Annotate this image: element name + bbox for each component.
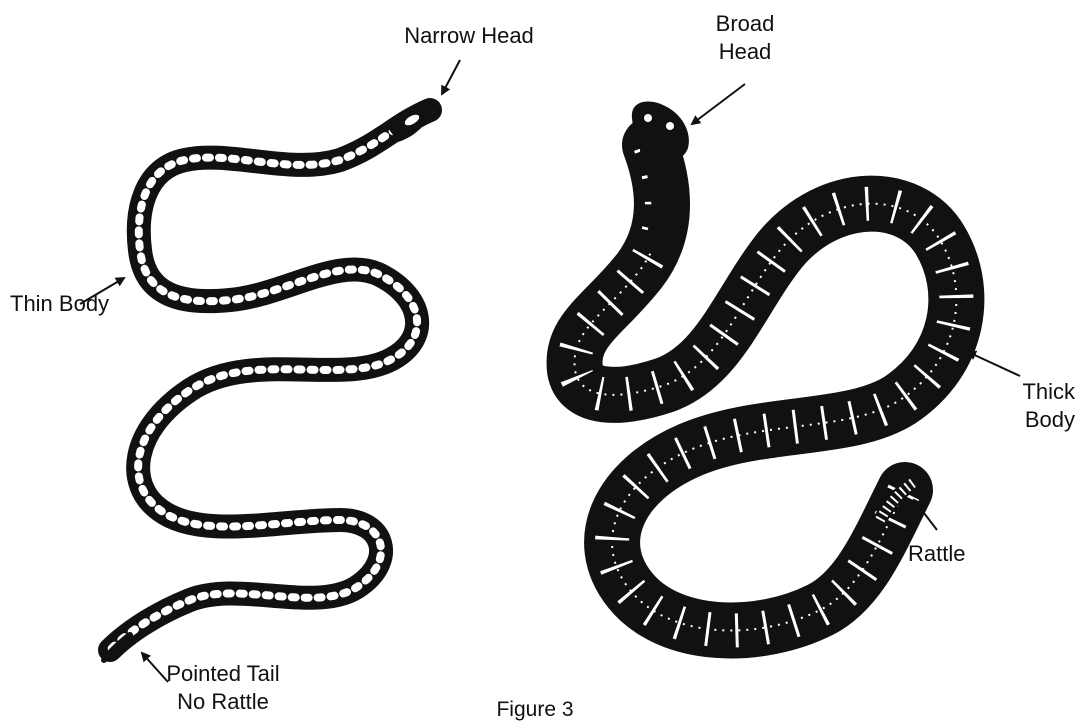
rattlesnake-icon: [575, 102, 957, 631]
label-thick-body: Thick Body: [985, 378, 1075, 434]
nonvenomous-snake-icon: [104, 102, 438, 660]
arrow-broad-head: [692, 84, 745, 124]
label-thin-body: Thin Body: [10, 290, 109, 318]
label-pointed-tail-line2: No Rattle: [138, 688, 308, 716]
label-broad-head-line1: Broad: [700, 10, 790, 38]
label-narrow-head: Narrow Head: [384, 22, 554, 50]
label-pointed-tail: Pointed Tail No Rattle: [138, 660, 308, 716]
figure-caption: Figure 3: [470, 696, 600, 723]
label-rattle: Rattle: [908, 540, 965, 568]
label-thick-body-line2: Body: [985, 406, 1075, 434]
label-broad-head: Broad Head: [700, 10, 790, 66]
arrow-thick-body: [968, 352, 1020, 376]
label-broad-head-line2: Head: [700, 38, 790, 66]
label-pointed-tail-line1: Pointed Tail: [138, 660, 308, 688]
label-thick-body-line1: Thick: [985, 378, 1075, 406]
arrow-narrow-head: [442, 60, 460, 94]
